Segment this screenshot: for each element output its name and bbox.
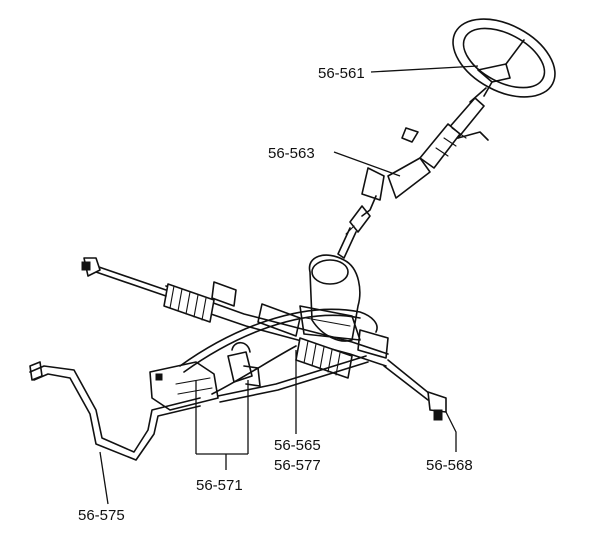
steering-gear-box [299, 254, 361, 342]
callout-steering-column: 56-563 [268, 145, 315, 162]
callout-return-pipe: 56-575 [78, 507, 125, 524]
return-pipe [29, 361, 201, 461]
pump-bracket [149, 341, 261, 411]
steering-wheel [452, 18, 556, 98]
callout-gear-box-2: 56-577 [274, 457, 321, 474]
callout-gear-box-1: 56-565 [274, 437, 321, 454]
callout-tie-rod-end: 56-568 [426, 457, 473, 474]
rack-and-boots [163, 281, 389, 379]
steering-column [337, 87, 489, 259]
callout-pressure-pipes: 56-571 [196, 477, 243, 494]
pressure-pipes [179, 308, 378, 403]
leader-lines [99, 65, 479, 505]
right-tie-rod-end [383, 359, 447, 421]
left-tie-rod [81, 257, 167, 297]
callout-steering-wheel: 56-561 [318, 65, 365, 82]
